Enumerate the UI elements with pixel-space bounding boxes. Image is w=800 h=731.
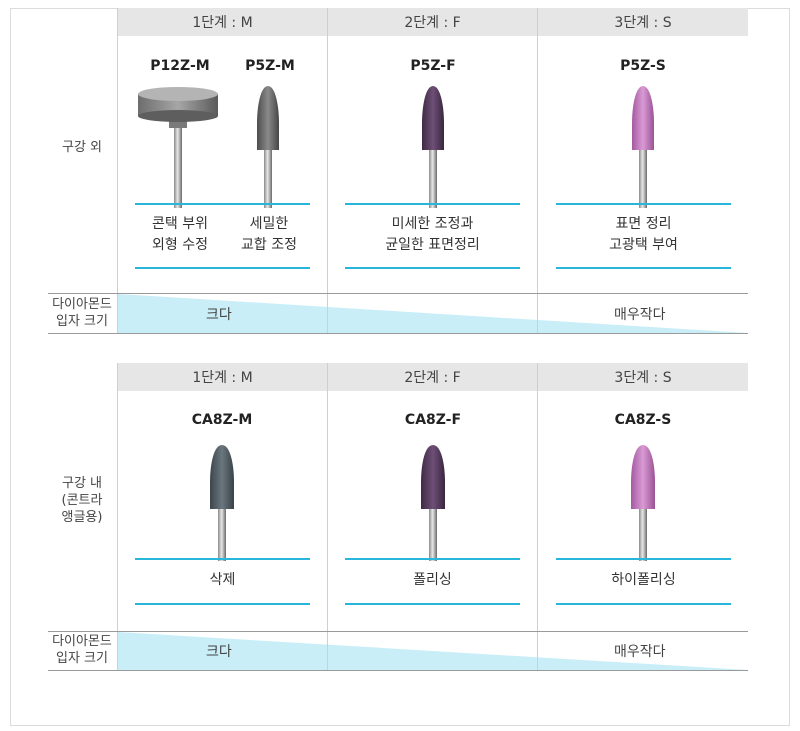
contra-angle-polisher-ca8z-m-image xyxy=(210,445,234,561)
grid-vline xyxy=(537,294,538,333)
product-desc-ca8z-s: 하이폴리싱 xyxy=(611,572,676,588)
point-polisher-p5z-f-image xyxy=(422,86,444,208)
grid-vline xyxy=(117,363,118,671)
accent-line xyxy=(345,203,520,205)
row-divider xyxy=(48,631,748,632)
grain-size-wedge xyxy=(118,632,748,670)
stage-header-f: 2단계 : F xyxy=(328,8,537,36)
table-bottom-line xyxy=(48,670,748,671)
accent-line xyxy=(556,603,731,605)
grain-size-label: 다이아몬드 입자 크기 xyxy=(52,634,112,666)
grid-vline xyxy=(327,8,328,334)
contra-angle-polisher-ca8z-s-image xyxy=(631,445,655,561)
grid-vline xyxy=(327,363,328,671)
product-code-ca8z-f: CA8Z-F xyxy=(404,412,462,428)
stage-header-s: 3단계 : S xyxy=(538,8,748,36)
grid-vline xyxy=(537,632,538,670)
accent-line xyxy=(345,267,520,269)
accent-line xyxy=(556,267,731,269)
row-label-extraoral: 구강 외 xyxy=(61,140,102,155)
stage-header-m: 1단계 : M xyxy=(118,363,327,391)
product-code-ca8z-s: CA8Z-S xyxy=(614,412,672,428)
stage-header-m: 1단계 : M xyxy=(118,8,327,36)
product-code-p5z-f: P5Z-F xyxy=(410,58,456,74)
extraoral-table: 1단계 : M 2단계 : F 3단계 : S 구강 외 P12Z-M P5Z-… xyxy=(48,8,748,334)
grain-small-text: 매우작다 xyxy=(614,644,666,660)
accent-line xyxy=(135,558,310,560)
stage-header-s: 3단계 : S xyxy=(538,363,748,391)
point-polisher-p5z-s-image xyxy=(632,86,654,208)
accent-line xyxy=(345,558,520,560)
row-label-intraoral: 구강 내 (콘트라 앵글용) xyxy=(61,476,103,525)
intraoral-table: 1단계 : M 2단계 : F 3단계 : S 구강 내 (콘트라 앵글용) C… xyxy=(48,363,748,673)
grain-large-text: 크다 xyxy=(206,307,232,323)
accent-line xyxy=(345,603,520,605)
product-desc-p5z-s: 표면 정리 고광택 부여 xyxy=(609,216,678,253)
stage-header-f: 2단계 : F xyxy=(328,363,537,391)
grain-size-label: 다이아몬드 입자 크기 xyxy=(52,297,112,329)
accent-line xyxy=(556,203,731,205)
contra-angle-polisher-ca8z-f-image xyxy=(421,445,445,561)
grid-vline xyxy=(327,294,328,333)
wheel-polisher-p12z-m-image xyxy=(138,87,218,208)
product-code-p5z-m: P5Z-M xyxy=(245,58,295,74)
product-code-ca8z-m: CA8Z-M xyxy=(191,412,253,428)
product-desc-p5z-f: 미세한 조정과 균일한 표면정리 xyxy=(385,216,480,253)
accent-line xyxy=(556,558,731,560)
accent-line xyxy=(135,603,310,605)
product-desc-ca8z-m: 삭제 xyxy=(209,572,236,588)
row-divider xyxy=(48,293,748,294)
grain-small-text: 매우작다 xyxy=(614,307,666,323)
product-desc-ca8z-f: 폴리싱 xyxy=(413,572,452,588)
product-desc-p5z-m: 세밀한 교합 조정 xyxy=(241,216,297,253)
table-bottom-line xyxy=(48,333,748,334)
point-polisher-p5z-m-image xyxy=(257,86,279,208)
product-code-p12z-m: P12Z-M xyxy=(150,58,210,74)
accent-line xyxy=(135,267,310,269)
grain-large-text: 크다 xyxy=(206,644,232,660)
grid-vline xyxy=(537,8,538,334)
grain-size-wedge xyxy=(118,294,748,333)
accent-line xyxy=(135,203,310,205)
product-code-p5z-s: P5Z-S xyxy=(620,58,666,74)
grid-vline xyxy=(117,8,118,334)
grid-vline xyxy=(327,632,328,670)
grid-vline xyxy=(537,363,538,671)
product-desc-p12z-m: 콘택 부위 외형 수정 xyxy=(152,216,208,253)
